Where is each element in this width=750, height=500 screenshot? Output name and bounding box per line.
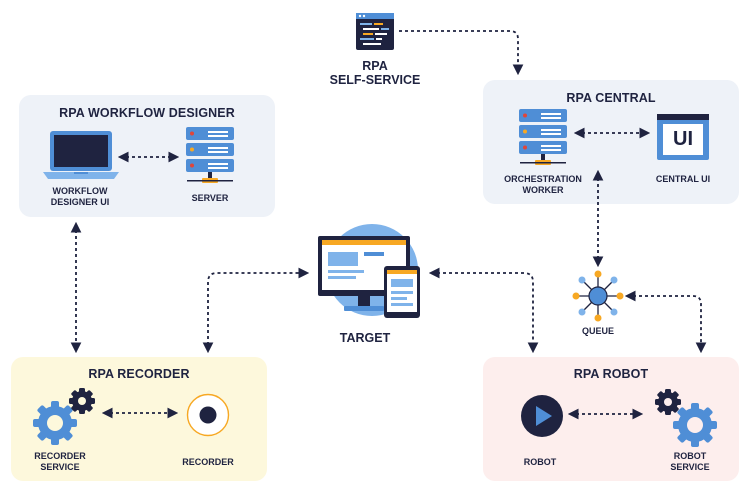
link-queue-robotservice xyxy=(624,290,707,354)
recorder-service-label: RECORDER SERVICE xyxy=(34,451,86,472)
record-icon xyxy=(186,393,230,437)
target-label: TARGET xyxy=(339,331,391,345)
server-icon xyxy=(186,127,234,183)
central-ui-icon: UI xyxy=(657,114,709,160)
queue-icon xyxy=(572,270,624,322)
server-label: SERVER xyxy=(191,193,229,203)
self-service-label: RPA SELF-SERVICE xyxy=(329,59,421,87)
orchestration-worker-label: ORCHESTRATION WORKER xyxy=(504,174,582,195)
robot-label: ROBOT xyxy=(523,457,557,467)
queue-label: QUEUE xyxy=(581,326,614,336)
robot-service-gears-icon xyxy=(655,389,717,447)
play-icon xyxy=(521,395,563,437)
link-target-robot xyxy=(428,267,539,354)
designer-ui-label: WORKFLOW DESIGNER UI xyxy=(50,186,110,207)
robot-title: RPA ROBOT xyxy=(573,367,649,381)
target-icon xyxy=(318,224,420,318)
code-window-icon xyxy=(356,13,394,50)
robot-service-label: ROBOT SERVICE xyxy=(670,451,710,472)
orchestration-worker-icon xyxy=(519,109,567,165)
central-ui-label: CENTRAL UI xyxy=(655,174,711,184)
central-ui-icon-text: UI xyxy=(673,128,693,150)
laptop-icon xyxy=(43,131,119,179)
recorder-service-gears-icon xyxy=(33,388,95,445)
recorder-label: RECORDER xyxy=(182,457,234,467)
central-title: RPA CENTRAL xyxy=(566,91,656,105)
recorder-title: RPA RECORDER xyxy=(88,367,190,381)
link-recorder-target xyxy=(202,267,310,354)
workflow-designer-title: RPA WORKFLOW DESIGNER xyxy=(59,106,235,120)
